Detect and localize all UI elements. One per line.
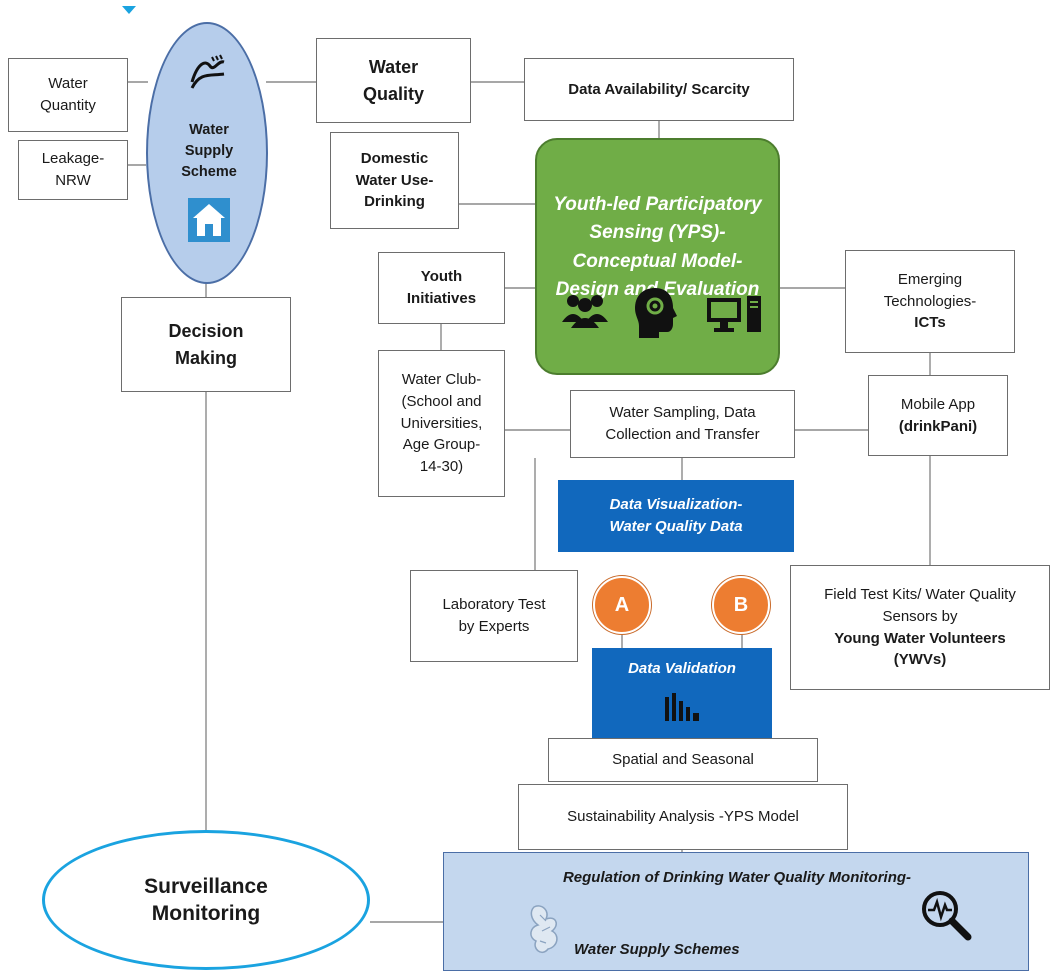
- mobile-app-box: Mobile App (drinkPani): [868, 375, 1008, 456]
- water-club-label: Water Club- (School and Universities, Ag…: [400, 371, 483, 476]
- emerging-tech-line1: Emerging Technologies-: [883, 270, 977, 310]
- mobile-app-line1: Mobile App: [900, 395, 976, 413]
- data-availability-label: Data Availability/ Scarcity: [568, 80, 750, 98]
- water-quantity-box: Water Quantity: [8, 58, 128, 132]
- water-sampling-label: Water Sampling, Data Collection and Tran…: [605, 404, 760, 443]
- spatial-box: Spatial and Seasonal: [548, 738, 818, 782]
- data-availability-box: Data Availability/ Scarcity: [524, 58, 794, 121]
- yps-model-label: Youth-led Participatory Sensing (YPS)- C…: [553, 193, 762, 301]
- group-icon: [562, 295, 608, 328]
- regulation-subtitle: Water Supply Schemes: [574, 941, 740, 958]
- youth-initiatives-label: Youth Initiatives: [406, 268, 477, 307]
- circle-a: A: [593, 576, 651, 634]
- circle-b: B: [712, 576, 770, 634]
- brain-gear-icon: [635, 288, 677, 338]
- computer-icon: [707, 296, 761, 332]
- water-sampling-box: Water Sampling, Data Collection and Tran…: [570, 390, 795, 458]
- leakage-box: Leakage- NRW: [18, 140, 128, 200]
- domestic-use-label: Domestic Water Use- Drinking: [355, 149, 434, 211]
- emerging-tech-line2: ICTs: [914, 314, 946, 332]
- yps-model-box: Youth-led Participatory Sensing (YPS)- C…: [535, 138, 780, 375]
- domestic-use-box: Domestic Water Use- Drinking: [330, 132, 459, 229]
- mobile-app-line2: (drinkPani): [898, 417, 978, 435]
- spatial-label: Spatial and Seasonal: [612, 751, 754, 769]
- water-quality-box: Water Quality: [316, 38, 471, 123]
- magnifier-icon: [922, 891, 972, 941]
- regulation-box: Regulation of Drinking Water Quality Mon…: [443, 852, 1029, 971]
- lab-test-box: Laboratory Test by Experts: [410, 570, 578, 662]
- watershed-icon: [190, 54, 225, 89]
- water-supply-scheme-node: Water Supply Scheme: [146, 22, 268, 284]
- regulation-title: Regulation of Drinking Water Quality Mon…: [562, 869, 912, 886]
- leakage-label: Leakage- NRW: [41, 150, 105, 189]
- decision-making-box: Decision Making: [121, 297, 291, 392]
- water-supply-scheme-label: Water Supply Scheme: [181, 122, 237, 181]
- lab-test-label: Laboratory Test by Experts: [442, 596, 546, 635]
- data-validation-label: Data Validation: [628, 660, 736, 677]
- circle-b-label: B: [733, 593, 749, 616]
- water-splash-icon: [530, 905, 558, 953]
- sustainability-label: Sustainability Analysis -YPS Model: [567, 808, 799, 826]
- youth-initiatives-box: Youth Initiatives: [378, 252, 505, 324]
- data-visualization-box: Data Visualization- Water Quality Data: [558, 480, 794, 552]
- surveillance-label: Surveillance Monitoring: [144, 874, 268, 925]
- field-test-line2: Young Water Volunteers (YWVs): [834, 629, 1006, 669]
- water-quantity-label: Water Quantity: [40, 75, 96, 114]
- bar-chart-icon: [665, 692, 699, 721]
- circle-a-label: A: [614, 593, 630, 616]
- sustainability-box: Sustainability Analysis -YPS Model: [518, 784, 848, 850]
- decision-making-label: Decision Making: [168, 321, 244, 368]
- marker-icon: [122, 6, 136, 14]
- data-visualization-label: Data Visualization- Water Quality Data: [609, 495, 743, 536]
- data-validation-box: Data Validation: [592, 648, 772, 738]
- house-icon: [188, 198, 230, 242]
- emerging-tech-box: Emerging Technologies- ICTs: [845, 250, 1015, 353]
- field-test-line1: Field Test Kits/ Water Quality Sensors b…: [824, 586, 1016, 625]
- water-club-box: Water Club- (School and Universities, Ag…: [378, 350, 505, 497]
- surveillance-monitoring-node: Surveillance Monitoring: [42, 830, 370, 970]
- water-quality-label: Water Quality: [362, 57, 424, 104]
- field-test-box: Field Test Kits/ Water Quality Sensors b…: [790, 565, 1050, 690]
